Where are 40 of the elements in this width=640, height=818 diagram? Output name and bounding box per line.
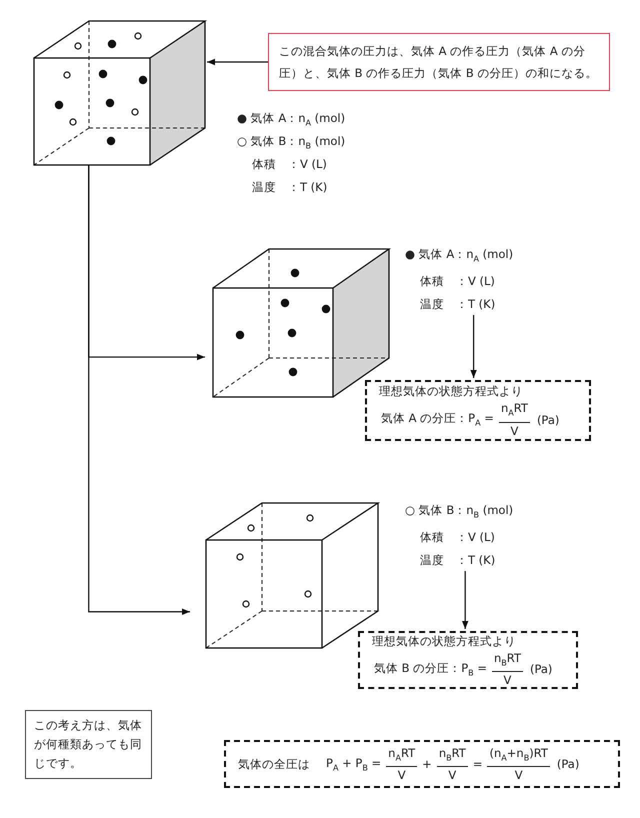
arrow — [88, 165, 190, 615]
variable-label: 温度 ：T (K) — [252, 180, 328, 195]
note-box: この混合気体の圧力は、気体 A の作る圧力（気体 A の分圧）と、気体 B の作る圧力（気体 B の分圧）の和になる。 — [268, 33, 610, 91]
variable-label: ● 気体 A：n$_{A}$ (mol) — [405, 246, 514, 266]
variable-label: ● 気体 A：n$_{A}$ (mol) — [237, 111, 346, 128]
fraction-numerator: n$_{A}$RT — [498, 400, 530, 423]
variable-label: ○ 気体 B：n$_{B}$ (mol) — [405, 502, 514, 522]
text-line: 理想気体の状態方程式より — [372, 632, 517, 650]
formula-text: + — [422, 757, 432, 771]
fraction-denominator: V — [502, 672, 512, 688]
arrow — [462, 571, 468, 629]
formula-text: 気体の全圧は — [238, 756, 310, 772]
variable-label: ○ 気体 B：n$_{B}$ (mol) — [237, 134, 346, 150]
formula-text: 気体 A の分圧：P$_{A}$ = — [381, 411, 494, 428]
fraction-denominator: V — [396, 767, 407, 784]
variable-label: 体積 ：V (L) — [252, 157, 327, 172]
fraction-denominator: V — [514, 767, 524, 784]
fraction-numerator: (n$_{A}$+n$_{B}$)RT — [487, 744, 550, 768]
fraction-numerator: n$_{A}$RT — [386, 744, 418, 768]
formula-box — [358, 631, 578, 689]
formula-text: (Pa) — [530, 662, 552, 676]
formula-box — [365, 380, 591, 441]
formula-text: 気体 B の分圧：P$_{B}$ = — [374, 660, 487, 678]
formula-text: (Pa) — [536, 412, 560, 426]
formula-box — [224, 740, 620, 788]
fraction-denominator: V — [447, 767, 458, 784]
formula-text: (Pa) — [556, 757, 580, 771]
arrow — [470, 315, 477, 378]
formula-text: = — [472, 757, 482, 771]
fraction-denominator: V — [510, 422, 520, 439]
comment-box: この考え方は、気体が何種類あっても同じです。 — [25, 710, 152, 779]
variable-label: 温度 ：T (K) — [419, 552, 496, 570]
formula-text: P$_{A}$ + P$_{B}$ = — [326, 756, 382, 772]
fraction-numerator: n$_{B}$RT — [436, 744, 468, 768]
text-line: 理想気体の状態方程式より — [379, 383, 524, 400]
variable-label: 体積 ：V (L) — [419, 273, 496, 290]
variable-label: 体積 ：V (L) — [419, 529, 496, 546]
fraction-numerator: n$_{B}$RT — [492, 650, 523, 672]
arrow — [207, 58, 268, 66]
variable-label: 温度 ：T (K) — [419, 296, 496, 314]
